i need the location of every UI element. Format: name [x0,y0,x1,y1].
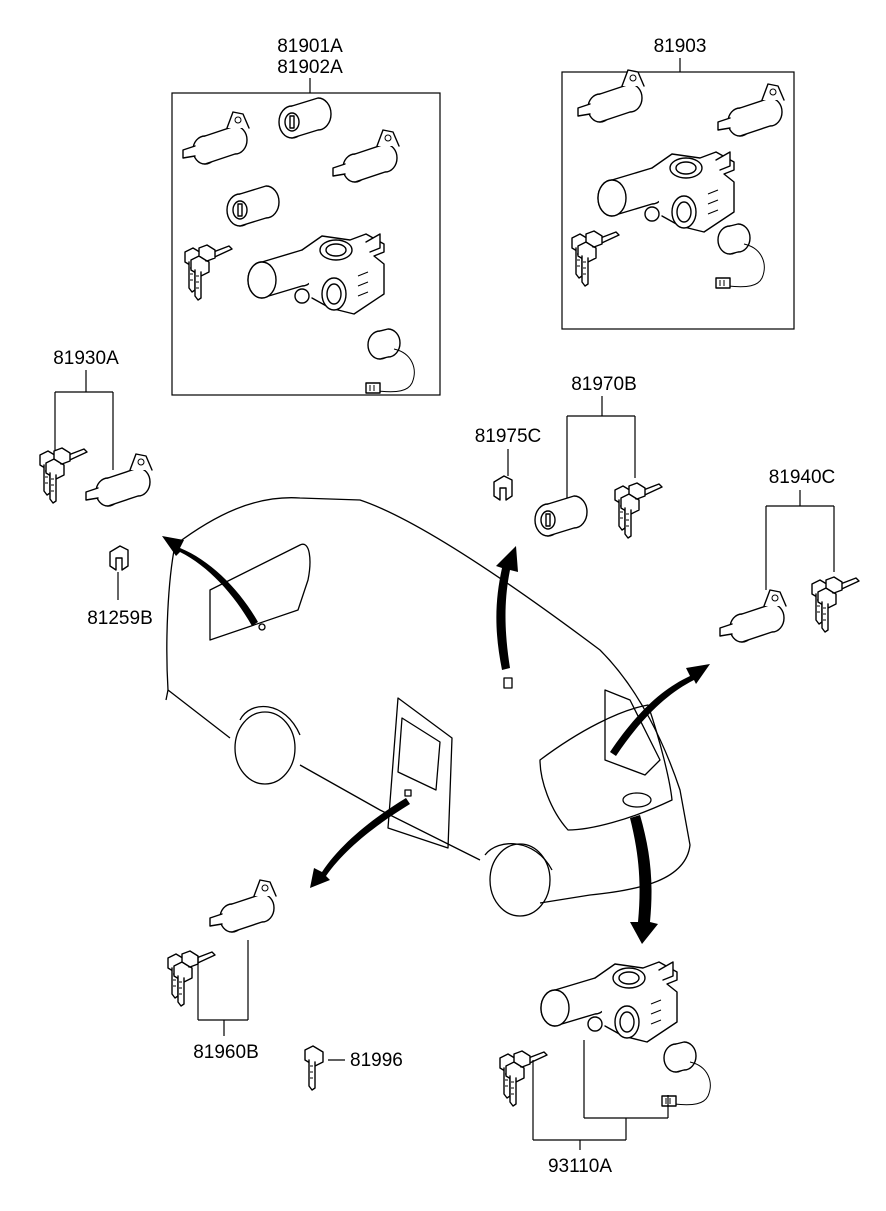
label-81930A: 81930A [53,348,119,369]
label-81901A: 81901A [277,36,343,57]
label-81940C: 81940C [769,467,836,488]
parts-81970B [534,483,662,538]
kit-box-81903 [561,71,795,330]
kit-81903-components [572,69,785,289]
label-93110A: 93110A [548,1156,612,1177]
label-81903: 81903 [654,36,707,57]
parts-81930A [40,448,153,507]
clip-81975C [493,475,513,501]
kit-box-81901A [171,92,441,396]
parts-81960B [168,879,277,1006]
key-81996 [304,1045,324,1091]
van-illustration [165,497,691,917]
label-81970B: 81970B [571,374,637,395]
parts-93110A [500,961,711,1107]
label-81902A: 81902A [277,57,343,78]
label-81259B: 81259B [87,608,153,629]
label-81975C: 81975C [475,426,542,447]
kit-81901A-components [182,97,415,394]
label-81996: 81996 [350,1050,403,1071]
clip-81259B [109,545,129,571]
parts-81940C [719,577,859,643]
arrows [162,536,710,944]
label-81960B: 81960B [193,1042,259,1063]
